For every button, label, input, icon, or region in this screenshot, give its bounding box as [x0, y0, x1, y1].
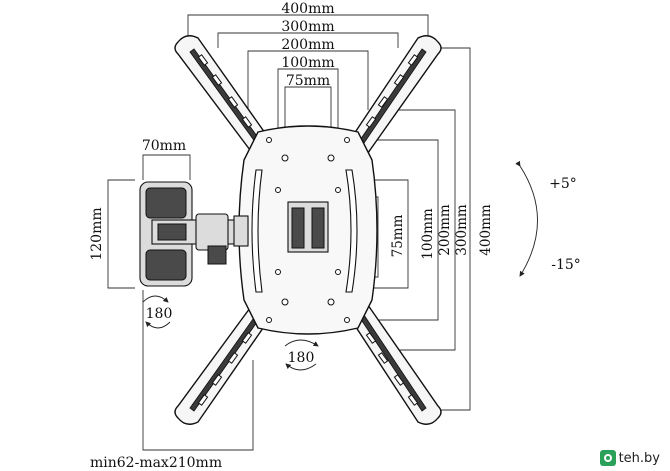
label-200-top: 200mm [281, 37, 334, 53]
label-75-right: 75mm [390, 214, 406, 257]
swivel-wall-arrow-icon [142, 295, 169, 303]
label-300-top: 300mm [281, 19, 334, 35]
bracket-extension [142, 290, 254, 451]
bracket-400-right [430, 47, 471, 411]
label-swivel-plate: 180 [288, 350, 315, 366]
label-swivel-wall: 180 [146, 306, 173, 322]
bracket-300-right [398, 109, 456, 351]
label-100-top: 100mm [281, 55, 334, 71]
label-extension: min62-max210mm [90, 455, 222, 471]
side-dimension-brackets [107, 154, 254, 451]
bracket-400-top [187, 14, 429, 42]
bracket-200-top [247, 50, 369, 110]
swivel-plate-arrow-icon [284, 339, 319, 347]
label-300-right: 300mm [454, 204, 470, 256]
plate-slot-left [251, 169, 263, 293]
swivel-plate-arrow-lower-icon [285, 363, 317, 371]
central-plate [238, 125, 378, 335]
label-200-right: 200mm [437, 204, 453, 256]
arm-lower-right [348, 300, 442, 425]
bracket-120-side [107, 179, 135, 289]
brand-watermark: teh.by [597, 449, 664, 467]
bracket-100-right [345, 179, 409, 289]
swivel-wall-arrow-lower-icon [145, 321, 171, 329]
label-400-top: 400mm [281, 1, 334, 17]
label-75-top: 75mm [286, 73, 330, 89]
plate-slot-right [345, 169, 358, 293]
tilt-arc-arrow-icon [515, 160, 538, 277]
arm-upper-right [348, 35, 442, 158]
mount-arms [174, 35, 442, 425]
brand-name: teh.by [618, 450, 660, 466]
arm-upper-left [174, 35, 272, 158]
bracket-100-top [277, 68, 339, 130]
tilt-indicator [515, 160, 538, 277]
label-tilt-up: +5° [549, 176, 577, 192]
label-400-right: 400mm [478, 204, 494, 256]
side-view-mount [139, 181, 249, 287]
label-100-right: 100mm [420, 208, 436, 260]
label-tilt-down: -15° [551, 257, 581, 273]
label-side-height: 120mm [89, 207, 105, 260]
bracket-70-side [142, 154, 191, 180]
brand-logo-icon [599, 450, 616, 466]
label-side-width: 70mm [142, 138, 186, 154]
bracket-200-right [368, 139, 439, 321]
bracket-300-top [217, 32, 399, 48]
